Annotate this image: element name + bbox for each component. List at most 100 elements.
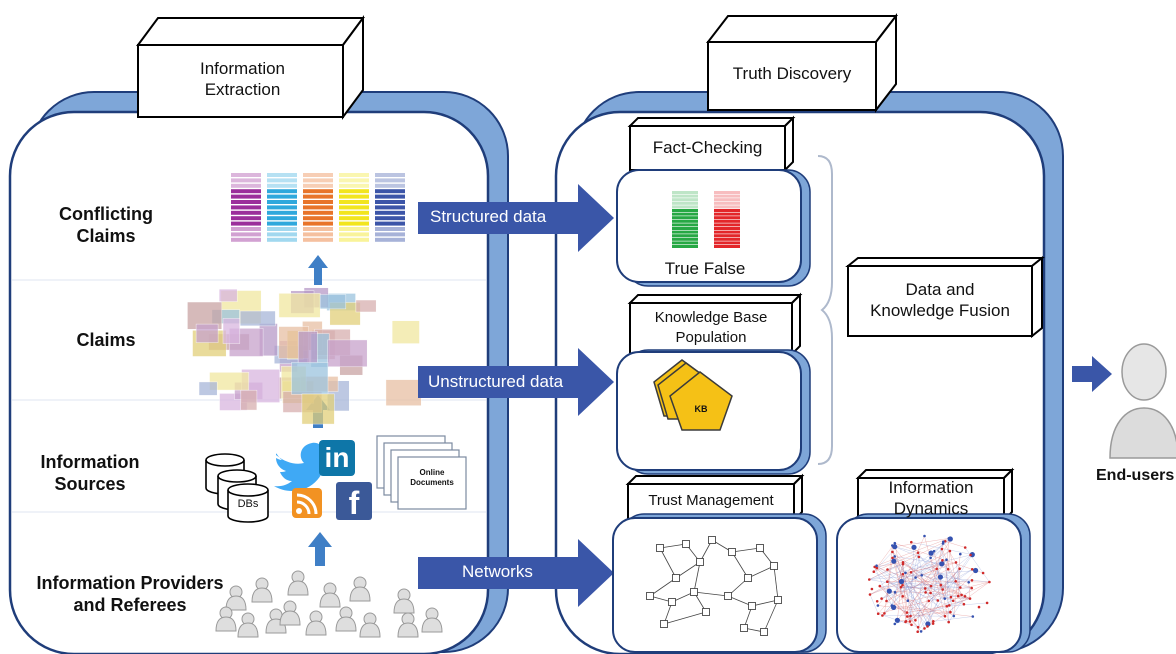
dynamics-node: [906, 599, 910, 602]
dynamics-edge: [965, 547, 990, 583]
claim-stripe: [231, 227, 261, 231]
dynamics-edge: [949, 550, 956, 582]
dynamics-node: [947, 620, 950, 624]
claim-stripe: [303, 194, 333, 199]
person-icon: [393, 588, 415, 614]
dynamics-edge: [930, 569, 973, 594]
dynamics-node: [959, 552, 962, 556]
claim-stripe: [339, 221, 369, 226]
claim-stripe: [339, 216, 369, 221]
claim-card: [278, 293, 321, 318]
claim-stripe: [375, 178, 405, 183]
claim-stripe: [231, 194, 261, 199]
claim-stripe: [303, 210, 333, 215]
claim-stripe: [375, 227, 405, 231]
dynamics-node: [886, 580, 889, 583]
person-icon: [335, 606, 357, 632]
network-node: [682, 540, 690, 548]
dynamics-node: [893, 591, 897, 594]
network-edge: [663, 611, 707, 625]
network-node: [748, 602, 756, 610]
dynamics-node: [948, 604, 951, 607]
true-false-bars: [672, 191, 740, 248]
dynamics-edge: [894, 556, 942, 564]
claim-stripe: [303, 237, 333, 242]
dynamics-node: [901, 562, 905, 566]
facebook-glyph: f: [348, 485, 360, 521]
claim-stripe: [231, 183, 261, 188]
dynamics-edge: [930, 592, 971, 599]
false-stripe: [714, 194, 740, 198]
dynamics-node: [939, 583, 943, 587]
fusion-brace: [817, 155, 833, 465]
dynamics-node: [970, 568, 974, 571]
dynamics-node: [904, 571, 907, 575]
dynamics-node: [939, 561, 945, 567]
dynamics-node: [945, 558, 948, 561]
dynamics-edge: [941, 548, 962, 595]
dynamics-edge: [886, 600, 907, 613]
claim-card: [327, 339, 368, 368]
network-edge: [675, 561, 701, 579]
claim-stripe: [231, 189, 261, 194]
dynamics-node: [985, 601, 989, 605]
dynamics-node: [901, 572, 905, 576]
row-label-conflicting-claims: Conflicting Claims: [59, 204, 153, 246]
person-icon: [359, 612, 381, 638]
dynamics-edge: [940, 576, 990, 583]
claim-stripe: [375, 216, 405, 221]
claim-stripe: [339, 189, 369, 194]
dynamics-edge: [942, 560, 961, 588]
dynamics-edge: [873, 571, 949, 623]
trust-card: [612, 513, 827, 653]
claim-stripe: [267, 210, 297, 215]
dynamics-edge: [902, 535, 925, 586]
kb-label: KB: [694, 404, 708, 414]
dynamics-edge: [900, 580, 973, 588]
true-stripe: [672, 209, 698, 212]
claim-stripe: [303, 216, 333, 221]
network-edge: [649, 577, 677, 597]
dynamics-edge: [892, 557, 969, 583]
dynamics-node: [891, 558, 897, 564]
claim-stripe: [231, 232, 261, 237]
dynamics-edge: [918, 556, 961, 588]
dynamics-edge: [876, 538, 949, 566]
dynamics-node: [894, 617, 901, 623]
dynamics-node: [946, 567, 950, 571]
network-node: [646, 592, 654, 600]
dynamics-edge: [869, 594, 879, 614]
claim-stripe: [375, 210, 405, 215]
claim-stripe: [375, 194, 405, 199]
claim-stripe: [339, 194, 369, 199]
unstructured-data-label: Unstructured data: [428, 372, 564, 391]
dynamics-node: [945, 605, 949, 608]
claim-stripe: [303, 232, 333, 237]
dynamics-node: [988, 580, 991, 584]
true-stripe: [672, 212, 698, 216]
claim-stripe: [339, 183, 369, 188]
dynamics-edge: [906, 605, 950, 613]
network-node: [656, 544, 664, 552]
dynamics-node: [905, 611, 909, 614]
dynamics-node: [883, 612, 886, 615]
dynamics-edge: [910, 563, 942, 573]
dynamics-node: [924, 587, 927, 590]
trust-management-title: Trust Management: [648, 492, 774, 509]
dynamics-edge: [942, 560, 962, 595]
claim-stripe: [339, 178, 369, 183]
dynamics-node: [901, 595, 904, 598]
dynamics-edge: [917, 585, 932, 632]
dynamics-node: [901, 584, 904, 587]
dynamics-node: [960, 593, 963, 597]
claim-card: [319, 294, 347, 310]
dynamics-node: [885, 599, 888, 603]
dynamics-edge: [869, 579, 903, 586]
false-stripe: [714, 191, 740, 194]
dynamics-node: [875, 600, 879, 603]
dynamics-node: [893, 555, 896, 558]
dynamics-node: [971, 615, 975, 618]
person-icon: [287, 570, 309, 596]
dynamics-node: [904, 620, 907, 624]
dynamics-edge: [892, 551, 934, 624]
